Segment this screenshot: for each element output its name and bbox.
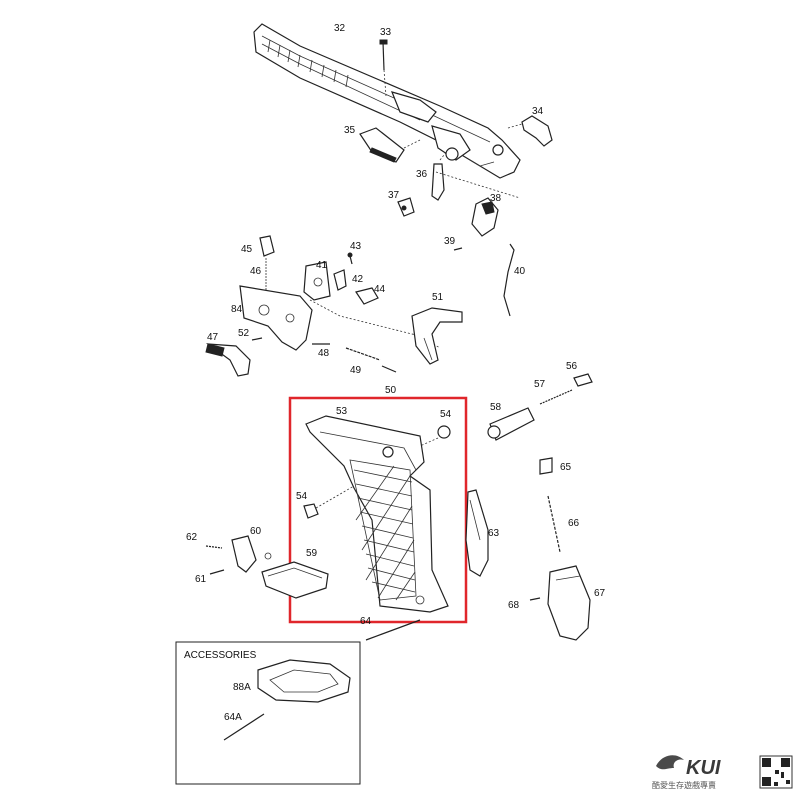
trigger-part-51 bbox=[411, 307, 463, 365]
pin-part-61 bbox=[209, 569, 225, 575]
pin-part-50 bbox=[381, 365, 397, 373]
part-number-labels: 32 33 34 35 36 37 38 39 40 41 42 43 44 45 46 47 48 49 50 51… bbox=[186, 23, 606, 723]
grip-checkering bbox=[349, 459, 417, 601]
part-label-45: 45 bbox=[241, 244, 253, 255]
spring-part-66 bbox=[547, 495, 561, 553]
plunger-part-58 bbox=[487, 407, 535, 441]
spring-part-40 bbox=[503, 243, 515, 317]
part-label-88a: 88A bbox=[233, 682, 251, 693]
part-label-38: 38 bbox=[490, 193, 502, 204]
part-36 bbox=[431, 149, 449, 201]
grip-frame-part-53 bbox=[305, 415, 449, 613]
cap-part-65 bbox=[539, 457, 553, 475]
part-label-60: 60 bbox=[250, 526, 262, 537]
pin-part-56 bbox=[573, 373, 593, 387]
pin-part-43 bbox=[347, 252, 353, 265]
highlight-box bbox=[288, 396, 468, 624]
part-label-48: 48 bbox=[318, 348, 330, 359]
part-label-61: 61 bbox=[195, 574, 207, 585]
part-label-32: 32 bbox=[334, 23, 346, 34]
part-label-59: 59 bbox=[306, 548, 318, 559]
housing-part-67 bbox=[547, 565, 591, 641]
watermark-brand: KUI bbox=[686, 757, 721, 779]
slide-part-32 bbox=[253, 23, 521, 179]
part-label-67: 67 bbox=[594, 588, 606, 599]
part-label-52: 52 bbox=[238, 328, 250, 339]
spring-part-57 bbox=[539, 389, 573, 405]
part-label-40: 40 bbox=[514, 266, 526, 277]
mag-release-part-60 bbox=[231, 535, 272, 573]
part-41 bbox=[303, 261, 331, 301]
part-label-51: 51 bbox=[432, 292, 444, 303]
dragon-logo-icon bbox=[656, 755, 684, 770]
frame-part-84 bbox=[239, 285, 441, 351]
part-label-43: 43 bbox=[350, 241, 362, 252]
part-42 bbox=[333, 269, 347, 291]
accessories-box: ACCESSORIES bbox=[175, 641, 361, 785]
mainspring-housing-part-63 bbox=[465, 489, 489, 577]
part-37 bbox=[397, 197, 415, 217]
safety-part-47 bbox=[205, 343, 251, 377]
part-label-37: 37 bbox=[388, 190, 400, 201]
pin-part-64 bbox=[365, 619, 421, 641]
screw-part-33 bbox=[379, 39, 388, 97]
part-label-33: 33 bbox=[380, 27, 392, 38]
part-label-54b: 54 bbox=[296, 491, 308, 502]
part-label-42: 42 bbox=[352, 274, 364, 285]
pin-part-64a bbox=[223, 713, 265, 741]
part-label-63: 63 bbox=[488, 528, 500, 539]
part-label-49: 49 bbox=[350, 365, 362, 376]
part-38 bbox=[435, 171, 521, 237]
part-35 bbox=[359, 127, 421, 163]
part-label-54a: 54 bbox=[440, 409, 452, 420]
part-label-66: 66 bbox=[568, 518, 580, 529]
part-label-68: 68 bbox=[508, 600, 520, 611]
qr-code-icon bbox=[759, 755, 793, 789]
rear-sight-part-34 bbox=[507, 115, 553, 147]
accessories-title: ACCESSORIES bbox=[184, 650, 257, 661]
part-label-41: 41 bbox=[316, 260, 328, 271]
part-label-58: 58 bbox=[490, 402, 502, 413]
part-label-44: 44 bbox=[374, 284, 386, 295]
magwell-part-88a bbox=[257, 659, 351, 703]
spring-part-62 bbox=[205, 545, 223, 549]
part-label-46: 46 bbox=[250, 266, 262, 277]
part-label-84: 84 bbox=[231, 304, 243, 315]
part-label-39: 39 bbox=[444, 236, 456, 247]
pin-part-39 bbox=[453, 247, 463, 251]
magwell-part-59 bbox=[261, 561, 329, 599]
part-label-64: 64 bbox=[360, 616, 372, 627]
part-label-57: 57 bbox=[534, 379, 546, 390]
hammer-part-45 bbox=[259, 235, 275, 257]
screw-part-54-left bbox=[303, 485, 355, 519]
part-label-35: 35 bbox=[344, 125, 356, 136]
part-label-47: 47 bbox=[207, 332, 219, 343]
part-label-34: 34 bbox=[532, 106, 544, 117]
part-label-53: 53 bbox=[336, 406, 348, 417]
pin-part-68 bbox=[529, 597, 541, 601]
watermark-tagline: 酷愛生存遊戲專賣 bbox=[652, 780, 716, 790]
part-label-64a: 64A bbox=[224, 712, 242, 723]
part-label-50: 50 bbox=[385, 385, 397, 396]
part-label-56: 56 bbox=[566, 361, 578, 372]
part-label-36: 36 bbox=[416, 169, 428, 180]
spring-part-49 bbox=[345, 347, 381, 361]
part-label-62: 62 bbox=[186, 532, 198, 543]
part-44 bbox=[355, 287, 379, 305]
watermark: KUI 酷愛生存遊戲專賣 bbox=[652, 755, 793, 790]
pin-part-52 bbox=[251, 337, 263, 341]
part-label-65: 65 bbox=[560, 462, 572, 473]
screw-part-54-top bbox=[419, 425, 451, 447]
